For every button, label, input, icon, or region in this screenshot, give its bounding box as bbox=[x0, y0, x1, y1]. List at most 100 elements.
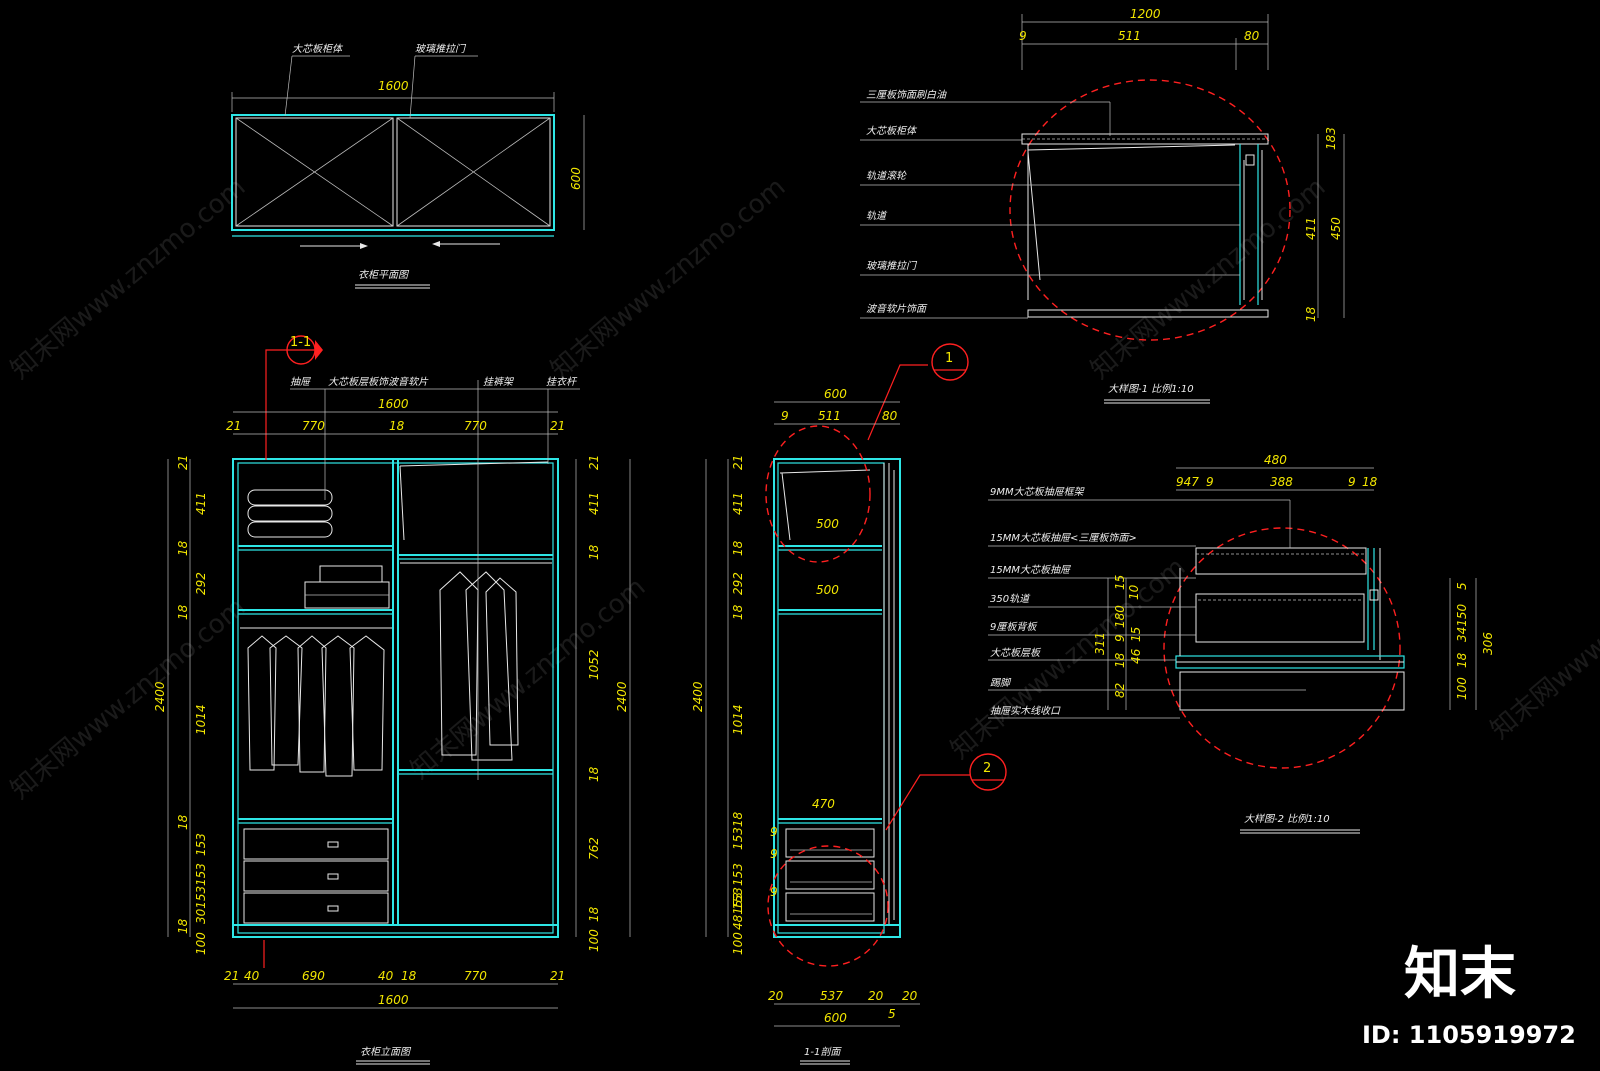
section-bottom-total: 600 bbox=[824, 1011, 847, 1025]
dim: 153 bbox=[731, 863, 745, 886]
dim: 690 bbox=[302, 969, 325, 983]
plan-depth-dim: 600 bbox=[569, 167, 583, 190]
dim: 9 bbox=[1206, 475, 1214, 489]
dim: 292 bbox=[731, 572, 745, 595]
section-drawers bbox=[785, 828, 875, 922]
detail-2-label: 350轨道 bbox=[990, 593, 1031, 605]
dim: 9 bbox=[1348, 475, 1356, 489]
detail-1-circle bbox=[1009, 79, 1291, 341]
dim: 5 bbox=[888, 1007, 896, 1021]
detail-2-label: 踢脚 bbox=[990, 677, 1012, 689]
section-top-total: 600 bbox=[824, 387, 847, 401]
watermark: 知末网www.znzmo.com bbox=[945, 552, 1191, 765]
detail-2-top-total: 480 bbox=[1264, 453, 1287, 467]
dim: 153 bbox=[194, 863, 208, 886]
dim: 46 bbox=[1129, 648, 1143, 664]
dim: 15 bbox=[1129, 627, 1143, 642]
dim: 9 bbox=[1019, 29, 1027, 43]
dim: 18 bbox=[176, 814, 190, 830]
dim: 411 bbox=[1304, 217, 1318, 240]
dim: 100 bbox=[587, 929, 601, 952]
detail-2-label: 15MM大芯板抽屉 bbox=[990, 564, 1071, 576]
watermark: 知末网www.znzmo.com bbox=[5, 172, 251, 385]
dim: 21 bbox=[731, 455, 745, 470]
dim: 183 bbox=[1324, 127, 1338, 150]
dim: 1014 bbox=[731, 704, 745, 735]
elevation-bottom-total: 1600 bbox=[378, 993, 409, 1007]
dim: 18 bbox=[176, 918, 190, 934]
detail-1-title: 大样图-1 比例1:10 bbox=[1108, 383, 1194, 395]
hanging-clothes-icon bbox=[240, 627, 392, 777]
dim: 411 bbox=[587, 492, 601, 515]
plan-right-door bbox=[396, 117, 551, 227]
elevation-right-total: 2400 bbox=[615, 681, 629, 712]
dim: 762 bbox=[587, 837, 601, 860]
dim: 537 bbox=[820, 989, 843, 1003]
drawers bbox=[243, 828, 389, 924]
dim: 153 bbox=[731, 887, 745, 910]
detail-marker-2: 2 bbox=[983, 761, 991, 776]
dim: 34150 bbox=[1455, 603, 1469, 642]
shelf-width: 500 bbox=[816, 583, 839, 597]
plan-label-carcass: 大芯板柜体 bbox=[292, 43, 344, 55]
dim: 411 bbox=[194, 492, 208, 515]
elevation-label: 挂衣杆 bbox=[546, 376, 578, 388]
shelf-width: 500 bbox=[816, 517, 839, 531]
watermark: 知末网www.znzmo.com bbox=[1085, 172, 1331, 385]
dim: 770 bbox=[464, 419, 487, 433]
detail-2-title: 大样图-2 比例1:10 bbox=[1244, 813, 1330, 825]
elevation-label: 抽屉 bbox=[290, 376, 311, 388]
dim: 21 bbox=[550, 969, 565, 983]
elevation-outline bbox=[232, 458, 559, 938]
dim: 21 bbox=[224, 969, 239, 983]
plan-width-dim: 1600 bbox=[378, 79, 409, 93]
dim: 18 bbox=[1113, 652, 1127, 668]
dim: 9 bbox=[781, 409, 789, 423]
brand-logo: 知末 bbox=[1404, 942, 1516, 1007]
plan-left-door bbox=[235, 117, 394, 227]
detail-2-label: 15MM大芯板抽屉<三厘板饰面> bbox=[990, 532, 1137, 544]
detail-2-circle bbox=[1163, 527, 1401, 769]
hanging-coats-icon bbox=[400, 562, 552, 761]
detail-2-left-total: 311 bbox=[1093, 632, 1107, 655]
dim: 153 bbox=[194, 833, 208, 856]
dim: 9 bbox=[1113, 634, 1127, 642]
dim: 18 bbox=[176, 604, 190, 620]
dim: 30153 bbox=[194, 886, 208, 924]
dim: 18 bbox=[401, 969, 417, 983]
dim: 18 bbox=[731, 540, 745, 556]
dim: 9 bbox=[770, 885, 778, 899]
dim: 40 bbox=[378, 969, 394, 983]
dim: 100 bbox=[731, 932, 745, 955]
dim: 5 bbox=[1455, 582, 1469, 590]
detail-1-right-total: 450 bbox=[1329, 217, 1343, 240]
dim: 770 bbox=[464, 969, 487, 983]
plan-view: 1600 600 大芯板柜体 玻璃推拉门 衣柜平面图 bbox=[231, 43, 585, 289]
dim: 9 bbox=[770, 825, 778, 839]
folded-clothes-icon bbox=[304, 565, 390, 609]
detail-1-bottom-panel bbox=[1027, 309, 1269, 318]
dim: 20 bbox=[768, 989, 784, 1003]
plan-title: 衣柜平面图 bbox=[358, 269, 410, 281]
dim: 10 bbox=[1127, 584, 1141, 600]
dim: 20 bbox=[868, 989, 884, 1003]
dim: 511 bbox=[1118, 29, 1141, 43]
dim: 80 bbox=[1244, 29, 1260, 43]
dim: 48153 bbox=[731, 892, 745, 930]
elevation-title: 衣柜立面图 bbox=[360, 1046, 412, 1058]
detail-2-label: 大芯板层板 bbox=[990, 647, 1042, 659]
dim: 40 bbox=[244, 969, 260, 983]
detail-2-label: 抽屉实木线收口 bbox=[990, 705, 1061, 717]
front-elevation: 1-1 抽屉 大芯板层板饰波音软片 挂裤架 挂衣杆 1600 21 770 18… bbox=[153, 335, 631, 1065]
dim: 18 bbox=[587, 906, 601, 922]
section-outline bbox=[773, 458, 901, 938]
dim: 100 bbox=[1455, 677, 1469, 700]
detail-1-label: 大芯板柜体 bbox=[866, 125, 918, 137]
dim: 180 bbox=[1113, 605, 1127, 628]
plan-label-door: 玻璃推拉门 bbox=[415, 43, 467, 55]
folded-towels-icon bbox=[247, 489, 333, 538]
section-marker-label: 1-1 bbox=[290, 335, 311, 350]
dim: 21 bbox=[176, 455, 190, 470]
detail-1: 三厘板饰面刷白油 大芯板柜体 轨道滚轮 轨道 玻璃推拉门 波音软片饰面 1200… bbox=[860, 7, 1345, 404]
watermark: 知末网www.znzmo.com bbox=[5, 592, 251, 805]
